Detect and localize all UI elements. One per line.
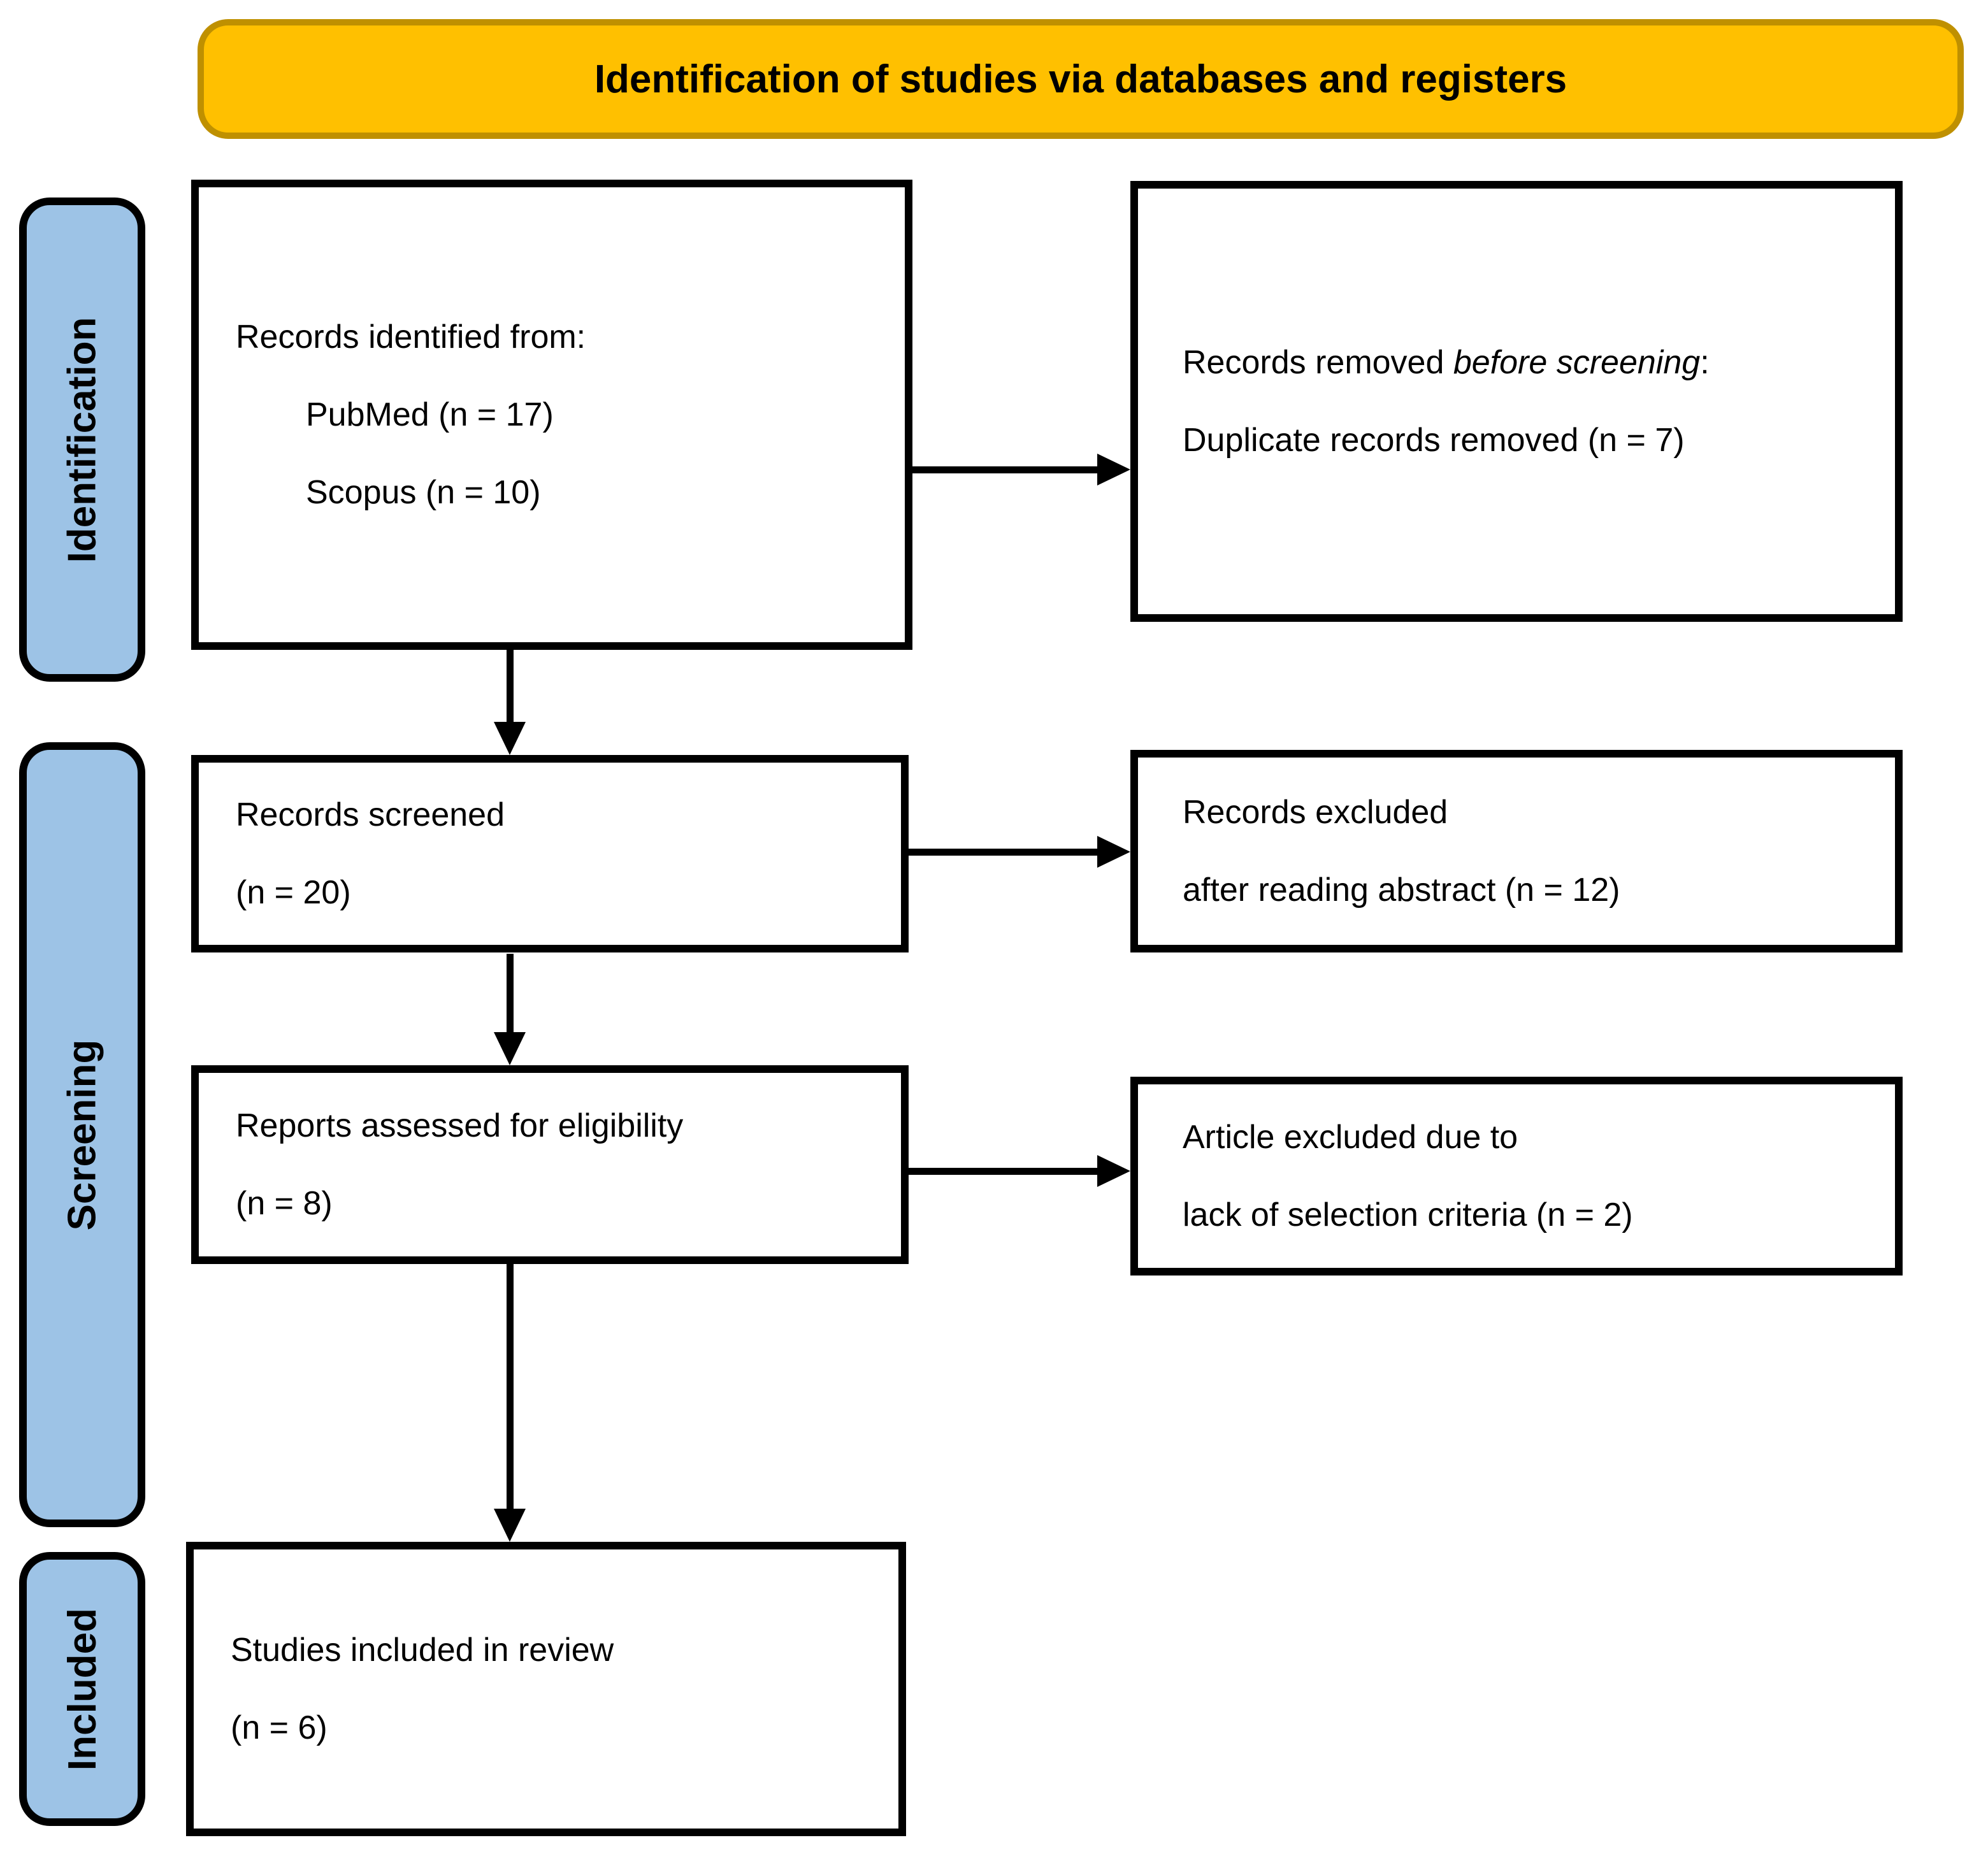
arrow-head [494,1509,526,1542]
reports-assessed-line2: (n = 8) [236,1185,333,1222]
arrow-head [494,1032,526,1065]
box-records-identified: Records identified from: PubMed (n = 17)… [191,180,912,650]
arrow-shaft [506,954,514,1032]
arrow-down-icon [481,1264,538,1542]
arrow-right-icon [909,823,1130,880]
article-excluded-line1: Article excluded due to [1183,1118,1518,1156]
records-identified-line3: Scopus (n = 10) [306,474,541,512]
arrow-down-icon [481,650,538,755]
arrow-shaft [506,1264,514,1509]
arrow-down-icon [481,954,538,1065]
records-removed-line1-suffix: : [1700,343,1710,381]
banner: Identification of studies via databases … [198,19,1964,139]
arrow-shaft [912,466,1097,473]
box-records-removed: Records removed before screening: Duplic… [1130,181,1903,622]
arrow-head [1097,836,1130,868]
records-excluded-line1: Records excluded [1183,793,1448,831]
arrow-head [1097,1155,1130,1187]
records-excluded-line2: after reading abstract (n = 12) [1183,872,1620,909]
box-studies-included: Studies included in review (n = 6) [186,1542,906,1836]
box-records-screened: Records screened (n = 20) [191,755,909,952]
box-reports-assessed: Reports assessed for eligibility (n = 8) [191,1065,909,1264]
records-screened-line1: Records screened [236,796,505,833]
stage-included: Included [19,1552,145,1826]
banner-title: Identification of studies via databases … [594,57,1567,101]
arrow-right-icon [909,1142,1130,1200]
box-records-excluded-abstract: Records excluded after reading abstract … [1130,750,1903,952]
stage-label-included: Included [60,1607,104,1771]
box-article-excluded: Article excluded due to lack of selectio… [1130,1077,1903,1276]
stage-label-screening: Screening [60,1039,104,1230]
arrow-shaft [909,1167,1097,1175]
studies-included-line1: Studies included in review [231,1631,614,1669]
arrow-head [494,722,526,755]
reports-assessed-line1: Reports assessed for eligibility [236,1107,684,1144]
studies-included-line2: (n = 6) [231,1709,328,1746]
arrow-right-icon [912,441,1130,498]
article-excluded-line2: lack of selection criteria (n = 2) [1183,1196,1633,1233]
records-identified-line2: PubMed (n = 17) [306,396,554,433]
arrow-shaft [909,848,1097,856]
records-removed-line1-prefix: Records removed [1183,343,1453,381]
stage-identification: Identification [19,198,145,682]
records-removed-line2: Duplicate records removed (n = 7) [1183,422,1685,459]
arrow-head [1097,454,1130,485]
records-identified-line1: Records identified from: [236,318,586,356]
records-removed-line1-italic: before screening [1453,343,1701,381]
records-removed-line1: Records removed before screening: [1183,343,1869,382]
records-screened-line2: (n = 20) [236,874,351,911]
stage-screening: Screening [19,742,145,1527]
stage-label-identification: Identification [60,317,104,563]
arrow-shaft [506,650,514,722]
